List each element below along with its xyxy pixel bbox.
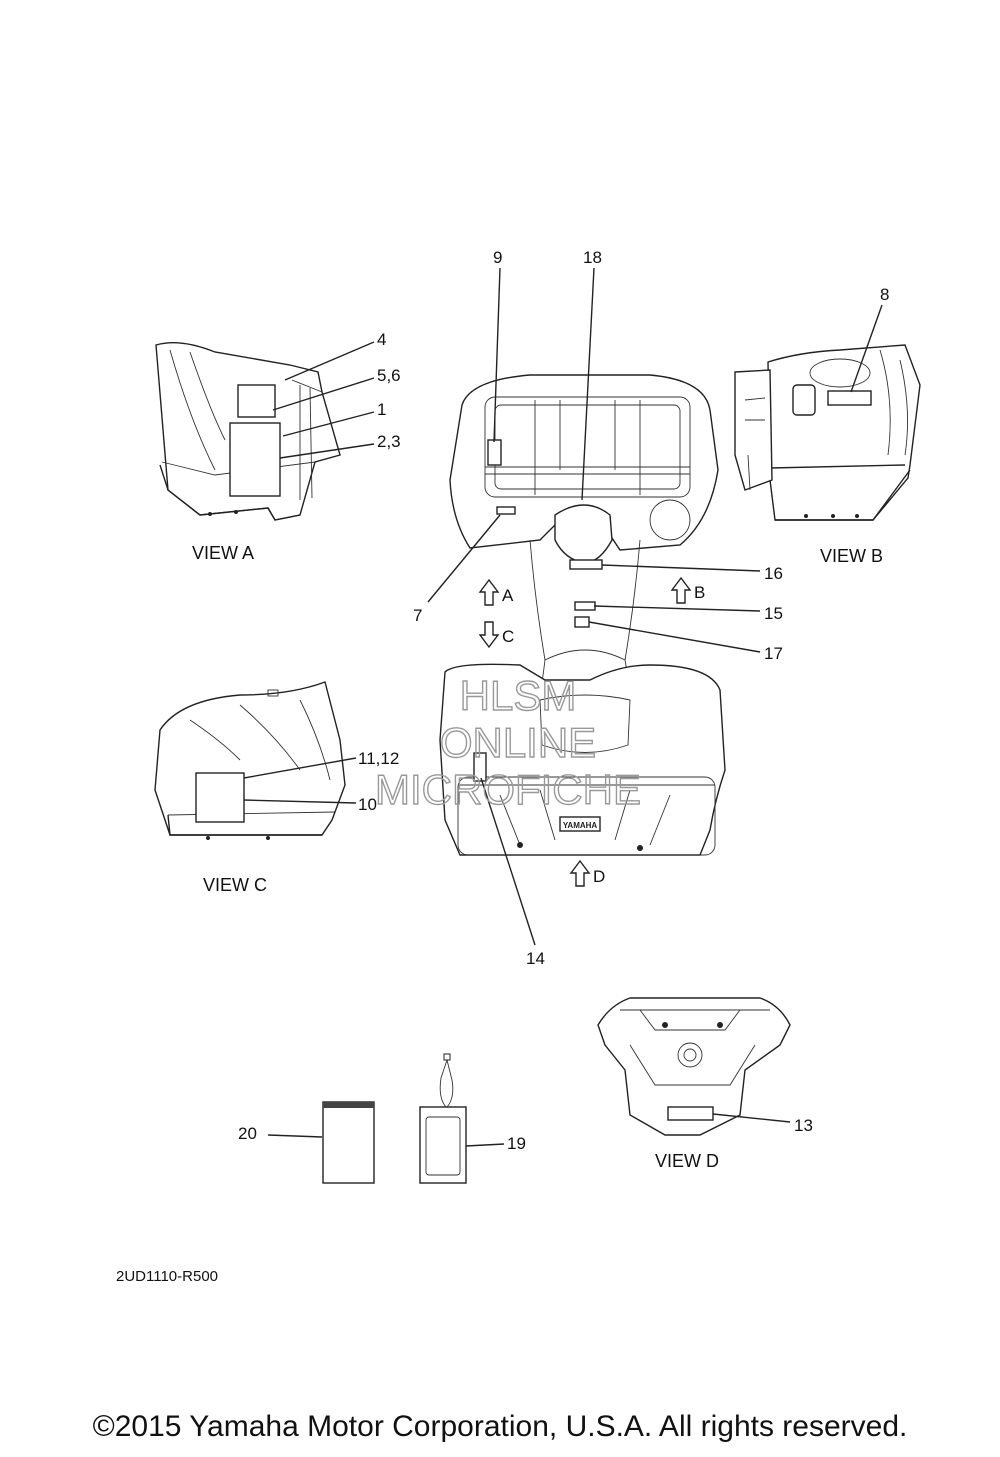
yamaha-badge — [559, 816, 601, 832]
view-c-fender — [154, 681, 346, 840]
callout-1: 1 — [377, 400, 386, 419]
copyright-notice: ©2015 Yamaha Motor Corporation, U.S.A. A… — [92, 1410, 908, 1443]
callout-13: 13 — [794, 1116, 813, 1135]
decal-17 — [574, 616, 590, 628]
decal-8 — [827, 390, 872, 406]
callout-19: 19 — [507, 1134, 526, 1153]
decal-7 — [496, 506, 516, 515]
callout-18: 18 — [583, 248, 602, 267]
decal-10 — [195, 772, 245, 823]
view-b-label: VIEW B — [820, 546, 883, 566]
yamaha-badge-text: YAMAHA — [563, 821, 598, 830]
callout-8: 8 — [880, 285, 889, 304]
callout-9: 9 — [493, 248, 502, 267]
callout-16: 16 — [764, 564, 783, 583]
view-arrow-d: D — [569, 859, 605, 887]
callout-10: 10 — [358, 795, 377, 814]
watermark-line-3: MICROFICHE — [375, 766, 641, 813]
callout-15: 15 — [764, 604, 783, 623]
item-19-hang-tag — [419, 1053, 467, 1184]
callout-20: 20 — [238, 1124, 257, 1143]
decal-1 — [229, 422, 281, 497]
view-d-front — [597, 997, 791, 1136]
view-arrow-a: A — [478, 578, 514, 606]
watermark-line-2: ONLINE — [440, 719, 596, 766]
callout-4: 4 — [377, 330, 386, 349]
view-arrow-b: B — [670, 576, 705, 604]
watermark: HLSM ONLINE MICROFICHE — [374, 671, 641, 813]
callout-5-6: 5,6 — [377, 366, 401, 385]
decal-9 — [487, 439, 502, 466]
callout-14: 14 — [526, 949, 545, 968]
view-arrow-a-label: A — [502, 586, 514, 605]
view-b-fender — [734, 344, 921, 521]
callout-11-12: 11,12 — [358, 749, 399, 768]
callout-17: 17 — [764, 644, 783, 663]
view-arrow-d-label: D — [593, 867, 605, 886]
view-arrow-b-label: B — [694, 583, 705, 602]
drawing-code: 2UD1110-R500 — [116, 1268, 218, 1285]
item-20-card — [322, 1101, 375, 1184]
view-c-label: VIEW C — [203, 875, 267, 895]
watermark-line-1: HLSM — [460, 672, 577, 719]
view-arrow-c: C — [478, 621, 514, 649]
view-arrow-c-label: C — [502, 627, 514, 646]
view-a-label: VIEW A — [192, 543, 254, 563]
decal-13 — [667, 1106, 714, 1121]
decal-5-6 — [237, 384, 276, 418]
decal-15 — [574, 601, 596, 611]
decal-14 — [473, 752, 487, 782]
view-a-fender — [155, 342, 341, 521]
view-d-label: VIEW D — [655, 1151, 719, 1171]
callout-2-3: 2,3 — [377, 432, 401, 451]
callout-7: 7 — [413, 606, 422, 625]
decal-16 — [569, 559, 603, 570]
